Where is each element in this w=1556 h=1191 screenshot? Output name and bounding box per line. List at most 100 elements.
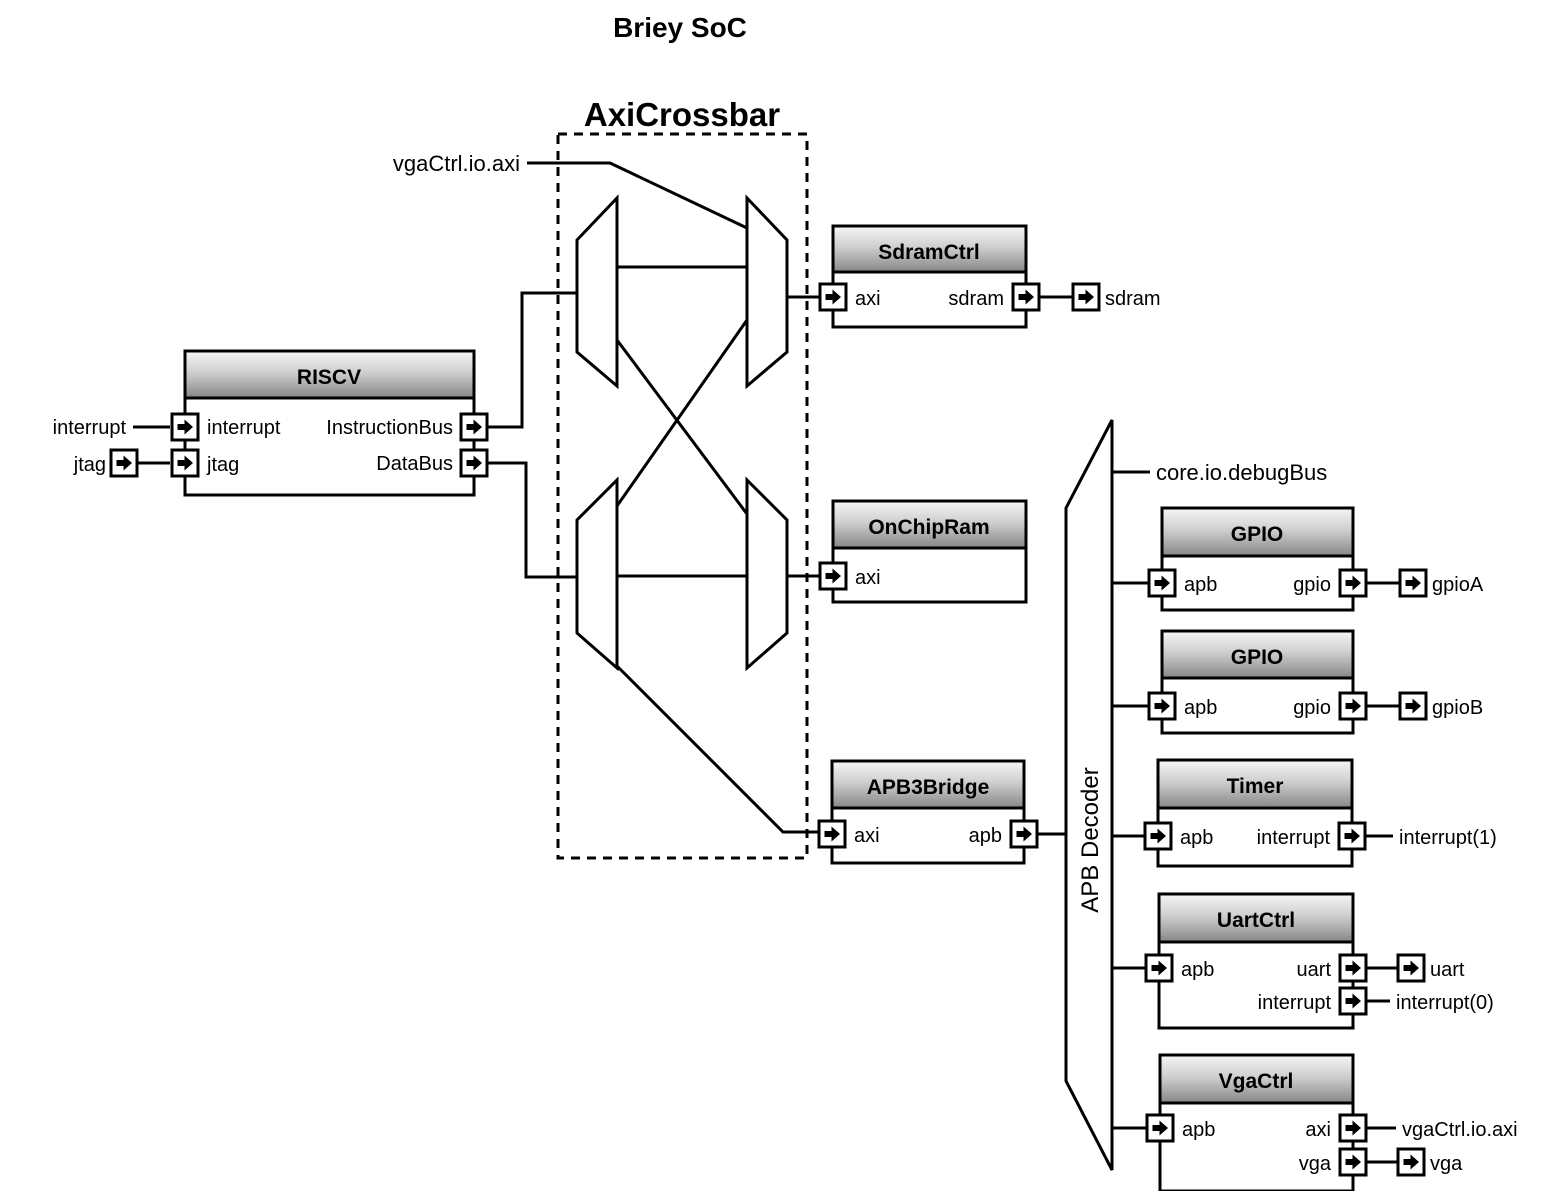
vgactrl-vga-port-label: vga (1299, 1153, 1332, 1175)
crossbar-label: AxiCrossbar (584, 96, 780, 133)
apb3bridge-apb-port-label: apb (969, 825, 1002, 847)
uartctrl-interrupt-port-icon (1338, 986, 1368, 1016)
apb-decoder: APB Decoder (1064, 419, 1114, 1171)
ext-gpiob-label: gpioB (1432, 697, 1483, 719)
gpiob-block: GPIO apb gpio (1147, 629, 1368, 735)
apb3bridge-header (830, 759, 1026, 810)
axi-crossbar: AxiCrossbar (556, 96, 809, 860)
timer-header (1156, 758, 1354, 810)
timer-apb-port-icon (1143, 821, 1173, 851)
riscv-interrupt-port-icon (170, 412, 200, 442)
ext-vgactrl-axi-label: vgaCtrl.io.axi (1402, 1119, 1518, 1141)
ext-sdram-label: sdram (1105, 288, 1161, 310)
apb-decoder-label: APB Decoder (1077, 767, 1104, 912)
onchipram-block: OnChipRam axi (818, 499, 1028, 604)
gpioa-apb-port-icon (1147, 568, 1177, 598)
timer-block: Timer apb interrupt (1143, 758, 1367, 868)
vgactrl-block: VgaCtrl apb axi vga (1145, 1053, 1368, 1191)
gpioa-header (1160, 506, 1355, 558)
ext-interrupt1-label: interrupt(1) (1399, 827, 1497, 849)
uartctrl-apb-port-label: apb (1181, 959, 1214, 981)
crossbar-dashed-border (556, 132, 809, 860)
uartctrl-interrupt-port-label: interrupt (1258, 992, 1332, 1014)
uartctrl-apb-port-icon (1144, 953, 1174, 983)
gpioa-gpio-port-label: gpio (1293, 574, 1331, 596)
vgactrl-apb-port-icon (1145, 1113, 1175, 1143)
gpiob-gpio-port-icon (1338, 691, 1368, 721)
uartctrl-uart-port-icon (1338, 953, 1368, 983)
uartctrl-header (1157, 892, 1355, 944)
vgactrl-header (1158, 1053, 1355, 1105)
debug-bus-net-label: core.io.debugBus (1156, 460, 1327, 485)
ext-gpiob-arrow-icon (1398, 691, 1428, 721)
page-title: Briey SoC (613, 12, 747, 43)
ext-sdram-arrow-icon (1071, 282, 1101, 312)
riscv-title: RISCV (297, 366, 361, 389)
riscv-databus-port-label: DataBus (376, 453, 453, 475)
sdramctrl-axi-port-label: axi (855, 288, 881, 310)
gpiob-title: GPIO (1231, 646, 1284, 669)
apb3bridge-apb-port-icon (1009, 819, 1039, 849)
riscv-interrupt-port-label: interrupt (207, 417, 281, 439)
gpiob-header (1160, 629, 1355, 680)
riscv-jtag-port-icon (170, 448, 200, 478)
crossbar-cross-wire-b (615, 319, 749, 507)
timer-apb-port-label: apb (1180, 827, 1213, 849)
ext-jtag-arrow-icon (109, 448, 139, 478)
vgactrl-axi-port-label: axi (1305, 1119, 1331, 1141)
sdramctrl-header (831, 224, 1028, 274)
uartctrl-uart-port-label: uart (1297, 959, 1332, 981)
riscv-instructionbus-port-label: InstructionBus (326, 417, 453, 439)
ext-vga-label: vga (1430, 1153, 1463, 1175)
apb3bridge-title: APB3Bridge (867, 776, 990, 799)
data-bus-wire (487, 461, 577, 579)
vgactrl-title: VgaCtrl (1219, 1070, 1294, 1093)
timer-title: Timer (1227, 775, 1284, 798)
apb3bridge-axi-port-label: axi (854, 825, 880, 847)
crossbar-cross-wire-a (615, 339, 749, 515)
apb3bridge-axi-port-icon (817, 819, 847, 849)
sdramctrl-title: SdramCtrl (878, 241, 980, 264)
riscv-jtag-port-label: jtag (206, 454, 239, 476)
riscv-instructionbus-port-icon (459, 412, 489, 442)
riscv-header (183, 349, 476, 400)
vgactrl-apb-port-label: apb (1182, 1119, 1215, 1141)
ext-jtag-label: jtag (73, 454, 106, 476)
riscv-databus-port-icon (459, 448, 489, 478)
vgactrl-vga-port-icon (1338, 1147, 1368, 1177)
gpioa-block: GPIO apb gpio (1147, 506, 1368, 612)
gpioa-gpio-port-icon (1338, 568, 1368, 598)
ext-interrupt-label: interrupt (53, 417, 127, 439)
ext-uart-arrow-icon (1396, 953, 1426, 983)
ext-interrupt0-label: interrupt(0) (1396, 992, 1494, 1014)
uartctrl-block: UartCtrl apb uart interrupt (1144, 892, 1368, 1030)
instruction-bus-wire (487, 291, 577, 429)
onchipram-axi-port-label: axi (855, 567, 881, 589)
onchipram-header (831, 499, 1028, 550)
crossbar-to-apb3bridge-wire (615, 664, 819, 834)
crossbar-upper-demux-shape (575, 194, 619, 390)
crossbar-lower-mux-shape (745, 476, 789, 672)
vga-axi-input-wire (527, 161, 748, 230)
gpiob-apb-port-label: apb (1184, 697, 1217, 719)
apb3bridge-block: APB3Bridge axi apb (817, 759, 1039, 865)
riscv-block: RISCV interrupt jtag InstructionBus Data… (170, 349, 489, 497)
sdramctrl-block: SdramCtrl axi sdram (818, 224, 1041, 329)
sdramctrl-sdram-port-icon (1011, 282, 1041, 312)
ext-gpioa-label: gpioA (1432, 574, 1484, 596)
timer-interrupt-port-icon (1337, 821, 1367, 851)
sdramctrl-sdram-port-label: sdram (948, 288, 1004, 310)
vga-axi-net-label: vgaCtrl.io.axi (393, 151, 520, 176)
vgactrl-axi-port-icon (1338, 1113, 1368, 1143)
gpiob-apb-port-icon (1147, 691, 1177, 721)
crossbar-lower-demux-shape (575, 476, 619, 672)
gpiob-gpio-port-label: gpio (1293, 697, 1331, 719)
crossbar-upper-mux-shape (745, 194, 789, 390)
ext-gpioa-arrow-icon (1398, 568, 1428, 598)
timer-interrupt-port-label: interrupt (1257, 827, 1331, 849)
apb-decoder-shape (1064, 419, 1114, 1171)
gpioa-title: GPIO (1231, 523, 1284, 546)
sdramctrl-axi-port-icon (818, 282, 848, 312)
ext-uart-label: uart (1430, 959, 1465, 981)
